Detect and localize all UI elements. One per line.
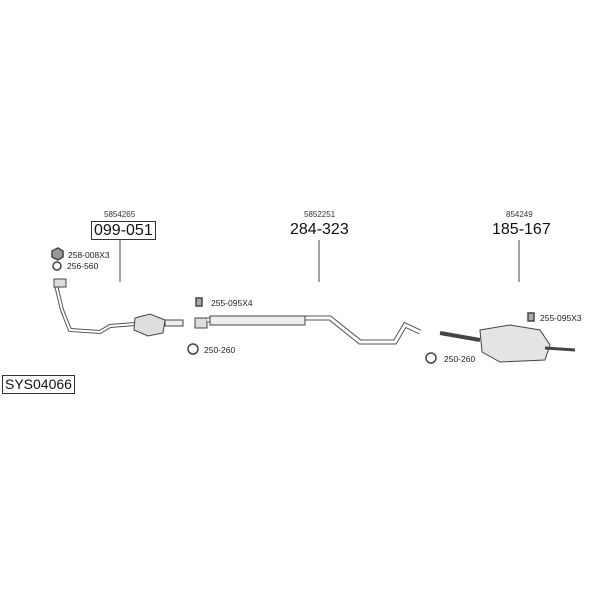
accessory-bracket-front[interactable]: 255-095X4 <box>211 298 253 308</box>
middle-pipe <box>194 315 422 345</box>
part-number-3[interactable]: 185-167 <box>492 221 551 238</box>
part-number-2[interactable]: 284-323 <box>290 221 349 238</box>
oe-number-2: 5852251 <box>304 210 336 219</box>
accessory-nut[interactable]: 258-008X3 <box>68 250 110 260</box>
oe-number-1: 5854265 <box>104 210 136 219</box>
rear-muffler <box>439 324 576 363</box>
accessory-clamp-rear[interactable]: 250-260 <box>444 354 476 364</box>
system-code: SYS04066 <box>2 375 75 394</box>
oe-number-3: 854249 <box>506 210 533 219</box>
accessory-ring[interactable]: 256-560 <box>67 261 99 271</box>
front-pipe <box>53 278 184 337</box>
accessory-bracket-rear[interactable]: 255-095X3 <box>540 313 582 323</box>
part-number-1[interactable]: 099-051 <box>91 221 156 240</box>
accessory-clamp-front[interactable]: 250-260 <box>204 345 236 355</box>
accessory-icons <box>51 247 535 364</box>
